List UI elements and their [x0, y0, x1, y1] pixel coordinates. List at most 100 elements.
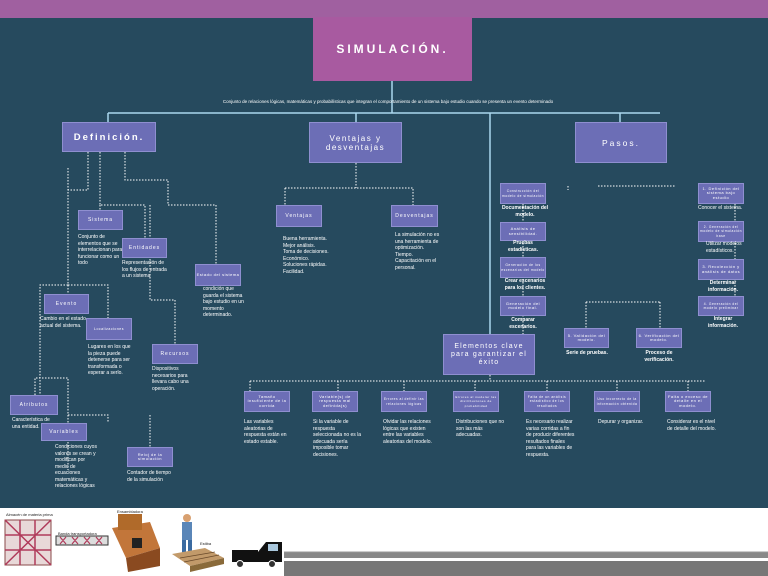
top-band — [0, 0, 768, 18]
reloj-desc: Contador de tiempo de la simulación — [127, 470, 171, 483]
desventajas-list: La simulación no es una herramienta de o… — [388, 232, 446, 271]
recursos-box: Recursos — [152, 344, 198, 364]
elemento-0-desc: Las variables aleatorias de respuesta es… — [244, 419, 287, 445]
ventajas-item: Toma de decisiones. — [283, 249, 338, 256]
localizaciones-box: Localizaciones — [86, 318, 132, 340]
ventajas-list: Buena herramienta. Mejor análisis. Toma … — [276, 236, 338, 275]
paso-right-3-box: 4. Generación del modelo preliminar — [698, 296, 744, 316]
reloj-label: Reloj de la simulación — [137, 451, 163, 461]
almacen-label: Almacén de materia prima — [6, 512, 53, 517]
paso-right-3-desc: Integrar información. — [707, 316, 738, 329]
elemento-3-desc: Distribuciones que no son las más adecua… — [456, 419, 505, 438]
ventajas-sub-box: Ventajas — [276, 205, 322, 227]
elemento-0-box: Tamaño insuficiente de la corrida — [244, 391, 290, 412]
estado-desc: condición que guarda el sistema bajo est… — [203, 286, 244, 318]
desventajas-box: Desventajas — [391, 205, 438, 227]
elemento-4-box: Falta de un análisis estadístico de los … — [524, 391, 570, 412]
reloj-box: Reloj de la simulación — [127, 447, 173, 467]
sistema-label: Sistema — [87, 216, 114, 223]
paso-left-2-box: Generación de los escenarios del modelo — [500, 257, 546, 278]
ventajas-item: Soluciones rápidas. — [283, 262, 338, 269]
elemento-0-label: Tamaño insuficiente de la corrida — [247, 393, 287, 408]
paso-left-0-label: Construcción del modelo de simulación — [502, 189, 544, 198]
entidades-label: Entidades — [128, 244, 161, 251]
estado-label: Estado del sistema — [196, 271, 240, 277]
ensambladora-label: Ensambladora — [117, 509, 143, 514]
dotted-connectors — [34, 152, 736, 470]
paso-right-1-box: 2. Generación del modelo de simulación b… — [698, 221, 744, 242]
variables-desc: Condiciones cuyos valores se crean y mod… — [55, 444, 97, 489]
atributos-label: Atributos — [19, 401, 49, 408]
paso-left-1-label: Análisis de sensibilidad. — [508, 226, 538, 236]
factory-illustration: Almacén de materia prima Banda transport… — [0, 508, 768, 576]
banda-label: Banda transportadora — [58, 531, 97, 536]
desventajas-items: La simulación no es una herramienta de o… — [388, 232, 446, 271]
validacion-box: 5. Validación del modelo. — [564, 328, 609, 348]
variables-box: Variables — [41, 423, 87, 441]
elemento-2-desc: Olvidar las relaciones lógicas que exist… — [383, 419, 432, 445]
elemento-6-label: Falta o exceso de detalle en el modelo. — [667, 393, 709, 408]
paso-left-2-desc: Crear escenarios para los clientes. — [504, 278, 546, 291]
recursos-desc: Dispositivos necesarios para llevara cab… — [152, 366, 189, 392]
assembly-machine-icon — [112, 514, 160, 572]
pasos-label: Pasos. — [602, 137, 640, 148]
evento-box: Evento — [44, 294, 89, 314]
storage-rack-icon — [4, 519, 52, 566]
atributos-box: Atributos — [10, 395, 58, 415]
ventajas-item: Económico. — [283, 256, 338, 263]
evento-desc: Cambio en el estado actual del sistema. — [40, 316, 86, 329]
elemento-5-desc: Depurar y organizar. — [598, 419, 644, 425]
elemento-3-box: Errores al modelar las distribuciones de… — [453, 391, 499, 412]
paso-left-0-desc: Documentación del modelo. — [501, 205, 549, 218]
paso-right-0-box: 1. Definición del sistema bajo estudio — [698, 183, 744, 204]
entidades-desc: Representación de los flujos de entrada … — [122, 260, 167, 279]
worker-icon — [182, 514, 192, 554]
elemento-5-label: Uso incorrecto de la información obtenid… — [596, 397, 638, 406]
validacion-label: 5. Validación del modelo. — [567, 332, 606, 342]
ventajas-main-label: Ventajas y desventajas — [325, 133, 386, 152]
atributos-desc: Característica de una entidad. — [12, 417, 50, 430]
sistema-desc: Conjunto de elementos que se interrelaci… — [78, 234, 123, 266]
localizaciones-label: Localizaciones — [94, 326, 124, 331]
ventajas-sub-label: Ventajas — [285, 212, 313, 219]
desventajas-item: La simulación no es una herramienta de o… — [395, 232, 446, 252]
factory-scene — [4, 514, 768, 576]
verificacion-label: 6. Verificación del modelo. — [638, 332, 680, 342]
variables-label: Variables — [49, 428, 79, 435]
elemento-2-label: Errores al definir las relaciones lógica… — [383, 397, 425, 406]
localizaciones-desc: Lugares en los que la pieza puede detene… — [88, 344, 131, 376]
elemento-4-desc: Es necesario realizar varias corridas a … — [526, 419, 575, 458]
evento-label: Evento — [55, 300, 78, 307]
paso-right-3-label: 4. Generación del modelo preliminar — [703, 301, 739, 311]
elementos-box: Elementos clave para garantizar el éxito — [443, 334, 535, 375]
pasos-box: Pasos. — [575, 122, 667, 163]
paso-right-2-box: 3. Recolección y análisis de datos — [698, 259, 744, 280]
paso-left-1-desc: Pruebas estadísticas. — [507, 240, 539, 253]
elemento-6-desc: Considerar es el nivel de detalle del mo… — [667, 419, 716, 432]
subtitle: Conjunto de relaciones lógicas, matemáti… — [222, 99, 554, 104]
paso-left-0-box: Construcción del modelo de simulación — [500, 183, 546, 204]
elemento-4-label: Falta de un análisis estadístico de los … — [527, 394, 567, 408]
elemento-2-box: Errores al definir las relaciones lógica… — [381, 391, 427, 412]
pallet-icon — [172, 548, 224, 572]
desventajas-label: Desventajas — [395, 212, 434, 219]
ventajas-box: Ventajas y desventajas — [309, 122, 402, 163]
recursos-label: Recursos — [160, 350, 190, 357]
desventajas-item: Capacitación en el personal. — [395, 258, 446, 271]
paso-right-0-label: 1. Definición del sistema bajo estudio — [702, 185, 740, 200]
title-box: SIMULACIÓN. — [313, 17, 472, 81]
desventajas-item: Tiempo. — [395, 252, 446, 259]
elementos-label: Elementos clave para garantizar el éxito — [450, 342, 528, 366]
paso-left-3-desc: Comparar escenarios. — [509, 317, 537, 330]
entidades-box: Entidades — [122, 238, 167, 258]
elemento-1-desc: Si la variable de respuesta seleccionada… — [313, 419, 362, 458]
paso-right-2-desc: Determinar información. — [707, 280, 738, 293]
paso-left-2-label: Generación de los escenarios del modelo — [501, 263, 545, 272]
road-strip — [284, 551, 768, 576]
elemento-6-box: Falta o exceso de detalle en el modelo. — [665, 391, 711, 412]
page-title: SIMULACIÓN. — [336, 42, 449, 56]
truck-icon — [232, 542, 282, 568]
ventajas-item: Facilidad. — [283, 269, 338, 276]
paso-right-1-label: 2. Generación del modelo de simulación b… — [700, 224, 742, 238]
